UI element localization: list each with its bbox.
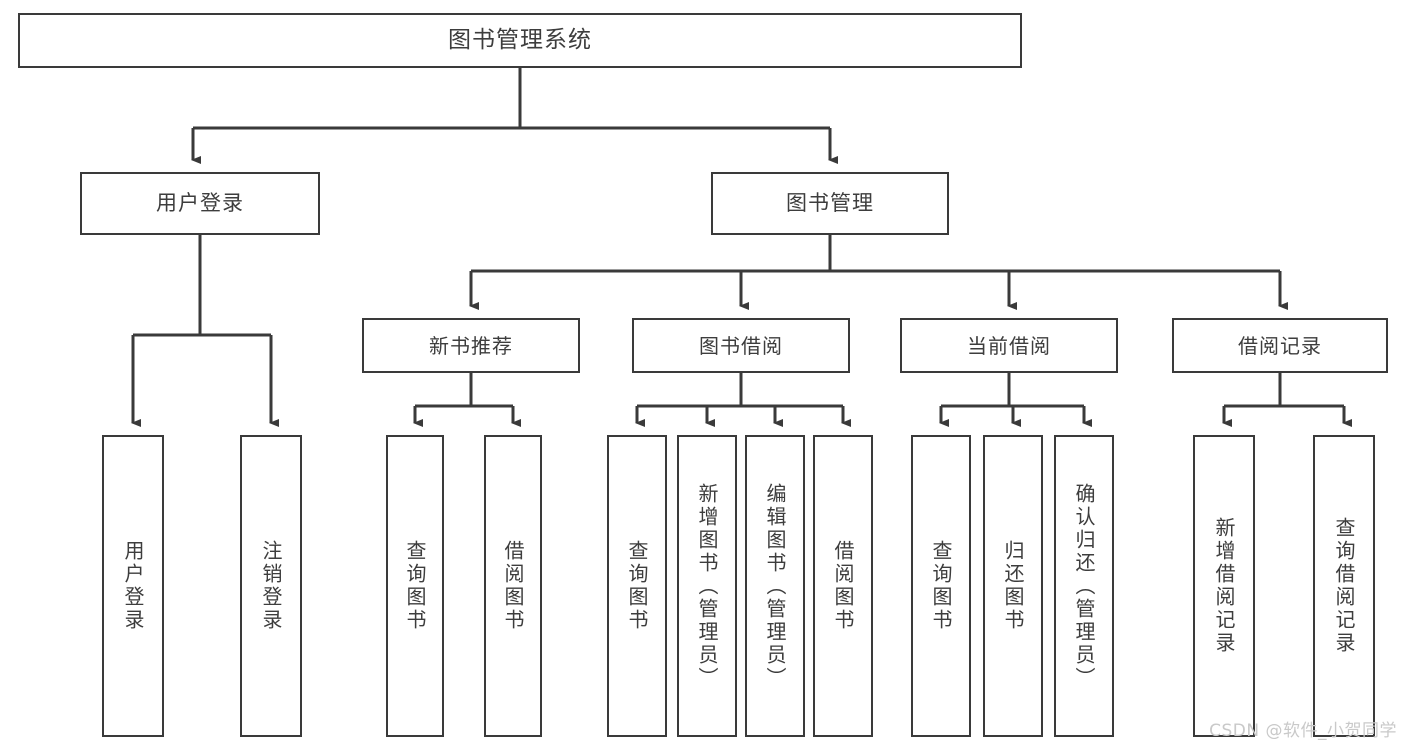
leaf-label: 借阅图书 [831,540,855,632]
leaf-label: 新增图书（管理员） [695,482,719,690]
node-new-book-recommend[interactable]: 新书推荐 [362,318,580,373]
leaf-query-book-borrow[interactable]: 查询图书 [607,435,667,737]
leaf-label: 新增借阅记录 [1212,517,1236,655]
node-root[interactable]: 图书管理系统 [18,13,1022,68]
node-user-login-label: 用户登录 [156,191,244,215]
node-user-login[interactable]: 用户登录 [80,172,320,235]
leaf-label: 归还图书 [1001,540,1025,632]
leaf-confirm-return-admin[interactable]: 确认归还（管理员） [1054,435,1114,737]
leaf-user-login[interactable]: 用户登录 [102,435,164,737]
leaf-label: 注销登录 [259,540,283,632]
node-book-management-label: 图书管理 [786,191,874,215]
leaf-logout[interactable]: 注销登录 [240,435,302,737]
node-borrow-records-label: 借阅记录 [1238,333,1322,358]
leaf-return-book[interactable]: 归还图书 [983,435,1043,737]
node-book-management[interactable]: 图书管理 [711,172,949,235]
leaf-label: 编辑图书（管理员） [763,482,787,690]
node-root-label: 图书管理系统 [448,27,592,53]
leaf-label: 查询图书 [929,540,953,632]
node-new-book-recommend-label: 新书推荐 [429,333,513,358]
leaf-lend-book[interactable]: 借阅图书 [813,435,873,737]
node-current-borrow-label: 当前借阅 [967,333,1051,358]
leaf-query-book-newbook[interactable]: 查询图书 [386,435,444,737]
leaf-label: 用户登录 [121,540,145,632]
watermark: CSDN @软件_小贺同学 [1209,721,1397,741]
node-book-borrow[interactable]: 图书借阅 [632,318,850,373]
leaf-query-borrow-record[interactable]: 查询借阅记录 [1313,435,1375,737]
leaf-query-book-current[interactable]: 查询图书 [911,435,971,737]
leaf-label: 查询图书 [403,540,427,632]
leaf-label: 查询借阅记录 [1332,517,1356,655]
leaf-add-book-admin[interactable]: 新增图书（管理员） [677,435,737,737]
node-book-borrow-label: 图书借阅 [699,333,783,358]
leaf-add-borrow-record[interactable]: 新增借阅记录 [1193,435,1255,737]
leaf-label: 确认归还（管理员） [1072,482,1096,690]
node-current-borrow[interactable]: 当前借阅 [900,318,1118,373]
leaf-edit-book-admin[interactable]: 编辑图书（管理员） [745,435,805,737]
leaf-label: 查询图书 [625,540,649,632]
leaf-borrow-book-newbook[interactable]: 借阅图书 [484,435,542,737]
node-borrow-records[interactable]: 借阅记录 [1172,318,1388,373]
leaf-label: 借阅图书 [501,540,525,632]
